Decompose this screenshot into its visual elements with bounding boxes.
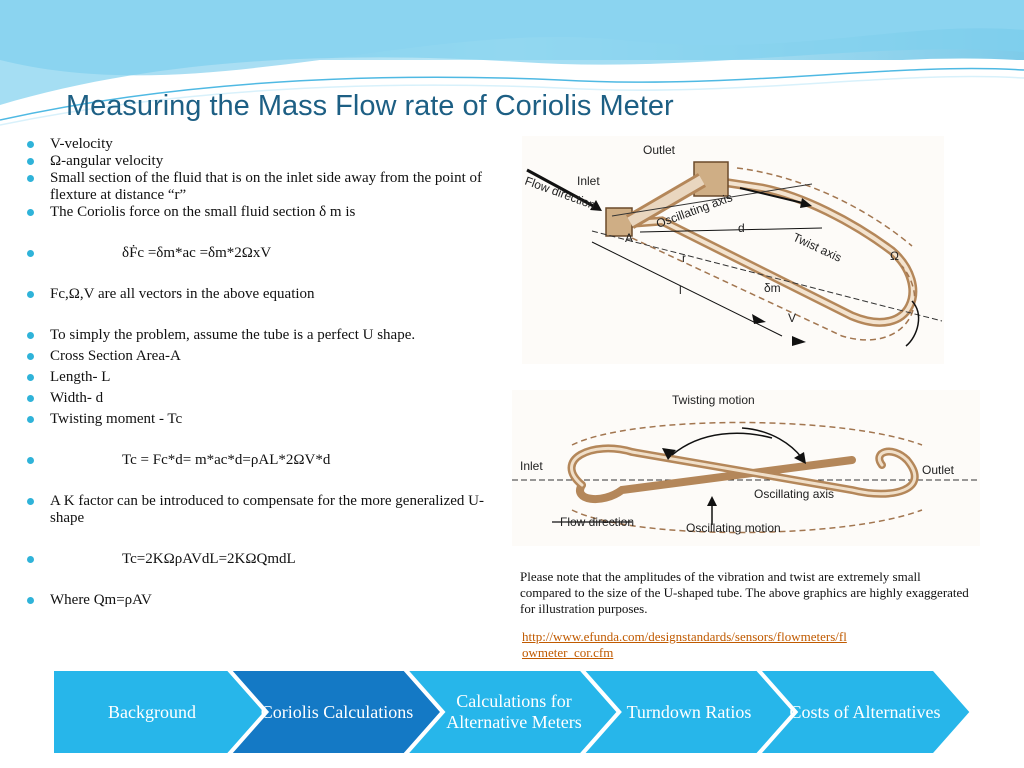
velocity-v-label: V	[788, 311, 796, 325]
flow-direction-label-bottom: Flow direction	[560, 515, 634, 529]
oscillating-motion-label: Oscillating motion	[686, 521, 781, 535]
header-wave-background	[0, 0, 1024, 130]
oscillating-axis-label-bottom: Oscillating axis	[754, 487, 834, 501]
bullet-item: Cross Section Area-A	[24, 348, 514, 365]
bullet-item: Width- d	[24, 390, 514, 407]
coriolis-u-tube-diagram: Outlet Inlet Flow direction Oscillating …	[522, 136, 944, 364]
illustration-note: Please note that the amplitudes of the v…	[520, 569, 969, 616]
bullet-item: Small section of the fluid that is on th…	[24, 170, 514, 204]
bullet-item: The Coriolis force on the small fluid se…	[24, 204, 514, 221]
outlet-label: Outlet	[643, 143, 676, 157]
length-l-label: l	[679, 283, 682, 297]
bullet-item: Length- L	[24, 369, 514, 386]
bullet-equation: Tc = Fc*d= m*ac*d=ρAL*2ΩV*d	[24, 452, 514, 469]
omega-label: Ω	[890, 249, 899, 263]
width-d-label: d	[738, 221, 745, 235]
bullet-item: Fc,Ω,V are all vectors in the above equa…	[24, 286, 514, 303]
delta-m-label: δm	[764, 281, 781, 295]
inlet-label: Inlet	[577, 174, 600, 188]
twisting-motion-diagram: Twisting motion Inlet Outlet Oscillating…	[512, 390, 980, 546]
step-coriolis-calculations[interactable]: Coriolis Calculations	[260, 701, 414, 722]
distance-r-label: r	[682, 251, 686, 265]
outlet-label-bottom: Outlet	[922, 463, 955, 477]
bullet-item: Twisting moment - Tc	[24, 411, 514, 428]
step-background[interactable]: Background	[108, 701, 196, 722]
bullet-item: Ω-angular velocity	[24, 153, 514, 170]
bullet-equation: Tc=2KΩρAVdL=2KΩQmdL	[24, 551, 514, 568]
bullet-item: Where Qm=ρAV	[24, 592, 514, 609]
chevron-step-shape	[402, 669, 622, 755]
bullet-list: V-velocity Ω-angular velocity Small sect…	[24, 136, 514, 609]
bullet-item: A K factor can be introduced to compensa…	[24, 493, 514, 527]
step-costs-of-alternatives[interactable]: Costs of Alternatives	[789, 701, 941, 722]
bullet-item: V-velocity	[24, 136, 514, 153]
step-turndown-ratios[interactable]: Turndown Ratios	[626, 701, 752, 722]
bullet-equation: δḞc =δm*ac =δm*2ΩxV	[24, 245, 514, 262]
bullet-item: To simply the problem, assume the tube i…	[24, 327, 514, 344]
slide-title: Measuring the Mass Flow rate of Coriolis…	[66, 90, 674, 122]
chevron-step-shape	[225, 669, 446, 755]
process-chevron-bar	[52, 669, 972, 755]
step-calculations-alternative-meters[interactable]: Calculations for Alternative Meters	[446, 691, 582, 732]
chevron-step-shape	[578, 669, 799, 755]
twisting-motion-label: Twisting motion	[672, 393, 755, 407]
chevron-step-shape	[754, 669, 972, 755]
inlet-label-bottom: Inlet	[520, 459, 543, 473]
point-a-label: A	[625, 231, 633, 245]
source-link[interactable]: http://www.efunda.com/designstandards/se…	[522, 629, 847, 660]
chevron-step-shape	[52, 669, 270, 755]
